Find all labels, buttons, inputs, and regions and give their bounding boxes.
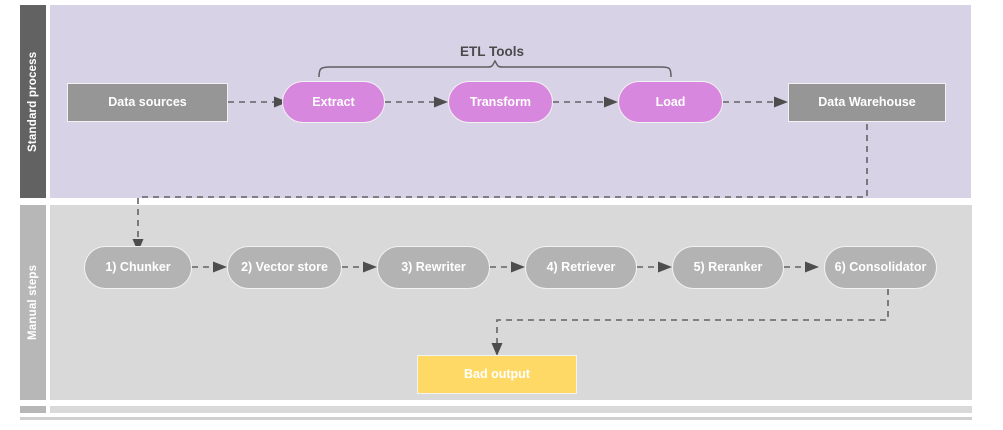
lane-header-manual-steps: Manual steps [20,205,46,400]
node-reranker[interactable]: 5) Reranker [672,246,784,289]
lane-band-spacer [50,406,972,413]
bottom-divider-rule [20,417,972,420]
node-transform[interactable]: Transform [448,81,553,123]
node-consolidator[interactable]: 6) Consolidator [824,246,937,289]
lane-header-spacer [20,406,46,413]
etl-tools-label: ETL Tools [460,44,524,59]
node-data-warehouse[interactable]: Data Warehouse [788,83,946,122]
node-chunker[interactable]: 1) Chunker [84,246,192,289]
node-extract[interactable]: Extract [282,81,385,123]
node-load[interactable]: Load [618,81,723,123]
node-rewriter[interactable]: 3) Rewriter [377,246,490,289]
lane-header-standard-process: Standard process [20,5,46,198]
node-retriever[interactable]: 4) Retriever [525,246,637,289]
node-bad-output[interactable]: Bad output [417,355,577,394]
node-data-sources[interactable]: Data sources [67,83,228,122]
node-vector-store[interactable]: 2) Vector store [227,246,342,289]
